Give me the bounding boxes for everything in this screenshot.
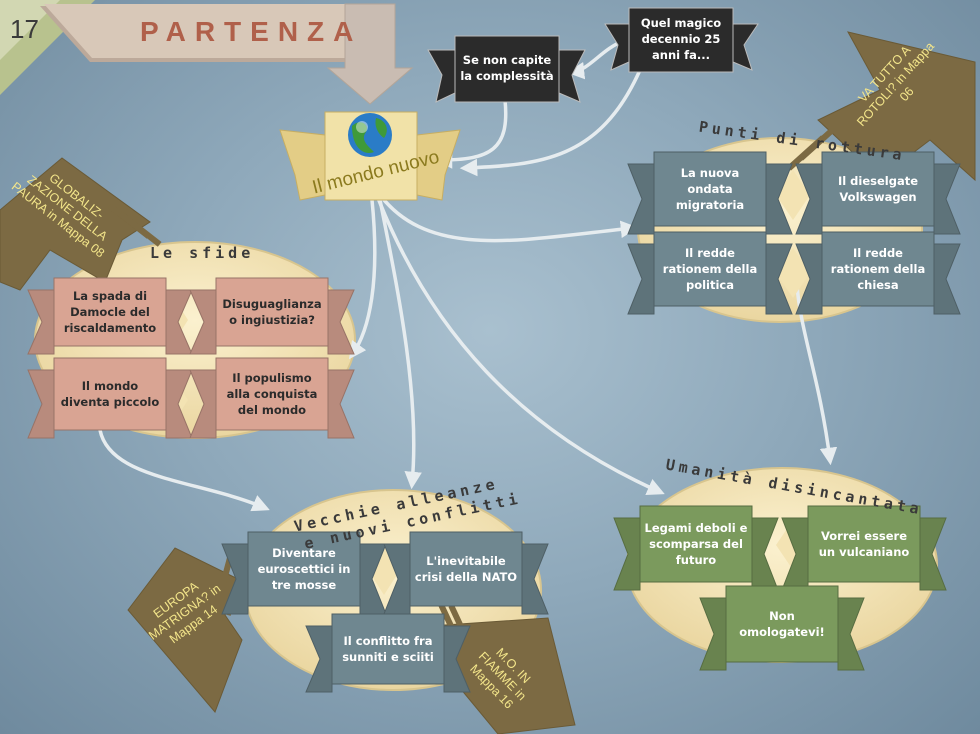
box-sfide-3-ribbon bbox=[189, 357, 355, 439]
box-sfide-2: Il mondo diventa piccolo bbox=[60, 379, 160, 409]
box-rottura-3-ribbon bbox=[795, 231, 961, 315]
box-umanita-2: Non omologatevi! bbox=[739, 609, 825, 639]
banner-complessita: Se non capite la complessità bbox=[460, 53, 554, 83]
box-sfide-2-ribbon bbox=[27, 357, 193, 439]
start-banner bbox=[40, 3, 414, 105]
box-rottura-2: Il redde rationem della politica bbox=[662, 246, 758, 292]
box-alleanze-1-ribbon bbox=[383, 531, 549, 615]
box-rottura-2-ribbon bbox=[627, 231, 793, 315]
box-sfide-0: La spada di Damocle del riscaldamento bbox=[63, 289, 157, 335]
box-rottura-0: La nuova ondata migratoria bbox=[675, 166, 745, 212]
link-center-to-sfide bbox=[348, 199, 377, 360]
link-center-to-rottura bbox=[378, 193, 639, 243]
link-center-to-umanita bbox=[376, 197, 665, 496]
banner-decennio: Quel magico decennio 25 anni fa... bbox=[640, 16, 722, 62]
group-title-sfide: Le sfide bbox=[150, 244, 255, 262]
link-quel-to-center bbox=[459, 69, 642, 177]
box-sfide-1: Disuguaglianza o ingiustizia? bbox=[222, 297, 322, 327]
link-sfide-to-alleanze bbox=[98, 429, 270, 512]
box-umanita-1: Vorrei essere un vulcaniano bbox=[818, 529, 910, 559]
box-alleanze-2: Il conflitto fra sunniti e sciiti bbox=[342, 634, 434, 664]
box-rottura-1: Il dieselgate Volkswagen bbox=[837, 174, 919, 204]
start-title: PARTENZA bbox=[140, 16, 363, 47]
slide-number: 17 bbox=[10, 14, 39, 44]
box-umanita-0-ribbon bbox=[613, 505, 779, 591]
center-ribbon bbox=[279, 111, 461, 201]
box-umanita-2-ribbon bbox=[699, 585, 865, 671]
link-center-to-alleanze bbox=[378, 199, 422, 490]
map-arrow-shapes bbox=[0, 31, 976, 734]
box-sfide-0-ribbon bbox=[27, 277, 193, 355]
box-umanita-0: Legami deboli e scomparsa del futuro bbox=[644, 521, 748, 567]
top-banner-shapes bbox=[427, 7, 759, 103]
box-alleanze-0-ribbon bbox=[221, 531, 387, 615]
box-sfide-1-ribbon bbox=[189, 277, 355, 355]
globe-icon bbox=[348, 113, 392, 157]
box-rottura-3: Il redde rationem della chiesa bbox=[830, 246, 926, 292]
box-sfide-3: Il populismo alla conquista del mondo bbox=[226, 371, 318, 417]
link-rottura-to-umanita bbox=[795, 284, 838, 466]
link-se-to-center bbox=[434, 99, 508, 169]
box-alleanze-1: L'inevitabile crisi della NATO bbox=[414, 554, 518, 584]
box-alleanze-0: Diventare euroscettici in tre mosse bbox=[257, 546, 351, 592]
box-rottura-0-ribbon bbox=[627, 151, 793, 235]
box-rottura-1-ribbon bbox=[795, 151, 961, 235]
box-alleanze-2-ribbon bbox=[305, 613, 471, 693]
box-umanita-1-ribbon bbox=[781, 505, 947, 591]
